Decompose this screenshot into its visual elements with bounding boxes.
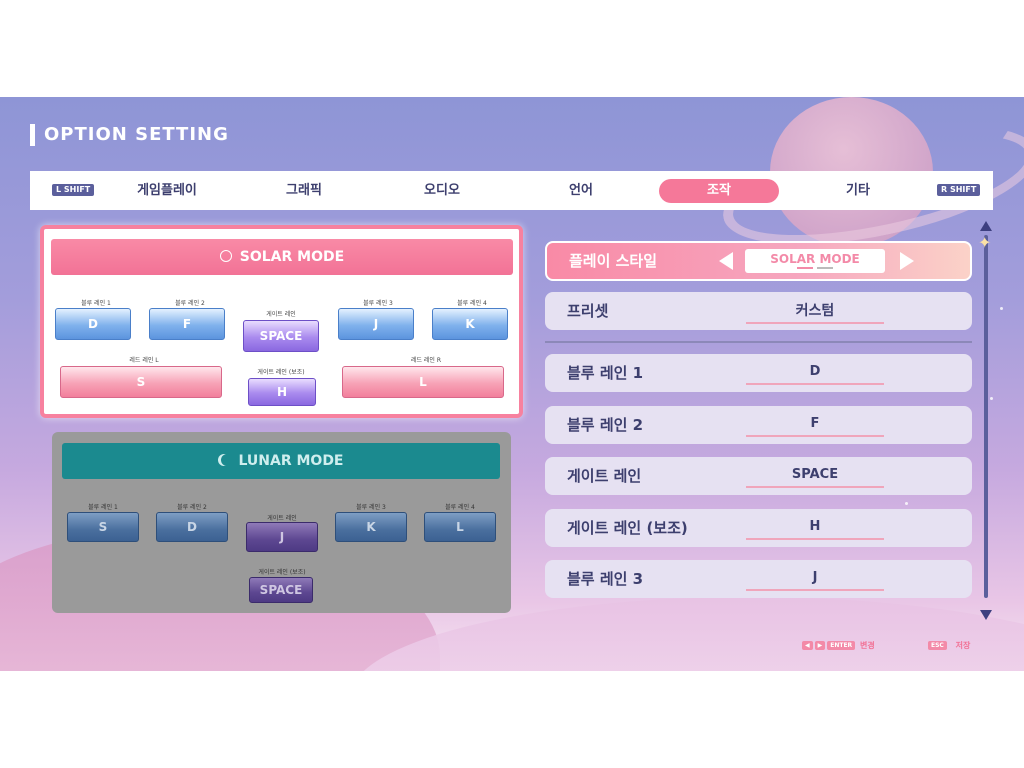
key-label: 블루 레인 2 bbox=[177, 504, 207, 511]
solar-key-blue4[interactable]: K bbox=[432, 308, 508, 340]
tab-graphics[interactable]: 그래픽 bbox=[286, 183, 322, 198]
key-label: 블루 레인 1 bbox=[88, 504, 118, 511]
key-row-value: J bbox=[746, 567, 884, 591]
key-label: 게이트 레인 (보조) bbox=[258, 569, 306, 576]
lunar-key-gate-sub[interactable]: SPACE bbox=[249, 577, 313, 603]
arrow-right-icon[interactable] bbox=[900, 252, 914, 270]
rshift-hint[interactable]: R SHIFT bbox=[937, 184, 981, 196]
key-label: 블루 레인 1 bbox=[81, 300, 111, 307]
tab-language[interactable]: 언어 bbox=[569, 183, 593, 198]
key-label: 블루 레인 4 bbox=[445, 504, 475, 511]
change-hint: ◀▶ENTER 변경 bbox=[802, 640, 875, 651]
key-label: 블루 레인 2 bbox=[175, 300, 205, 307]
key-label: 블루 레인 3 bbox=[363, 300, 393, 307]
play-style-value: SOLAR MODE bbox=[745, 249, 885, 273]
key-row[interactable]: 게이트 레인 SPACE bbox=[545, 457, 972, 495]
preset-label: 프리셋 bbox=[567, 302, 609, 320]
tab-audio[interactable]: 오디오 bbox=[424, 183, 460, 198]
arrow-left-icon[interactable] bbox=[719, 252, 733, 270]
key-row[interactable]: 블루 레인 2 F bbox=[545, 406, 972, 444]
key-row-label: 게이트 레인 (보조) bbox=[567, 519, 688, 537]
solar-mode-title: SOLAR MODE bbox=[239, 249, 345, 265]
solar-key-redR[interactable]: L bbox=[342, 366, 504, 398]
key-row-label: 게이트 레인 bbox=[567, 467, 642, 485]
key-row[interactable]: 블루 레인 3 J bbox=[545, 560, 972, 598]
lunar-mode-header: LUNAR MODE bbox=[62, 443, 500, 479]
moon-icon bbox=[221, 454, 233, 466]
key-label: 레드 레인 R bbox=[410, 357, 442, 364]
arrow-right-key-icon: ▶ bbox=[814, 641, 826, 650]
key-label: 레드 레인 L bbox=[129, 357, 159, 364]
tab-bar: L SHIFT 게임플레이 그래픽 오디오 언어 조작 기타 R SHIFT bbox=[30, 171, 993, 210]
game-screen: OPTION SETTING L SHIFT 게임플레이 그래픽 오디오 언어 … bbox=[0, 97, 1024, 671]
lunar-key-blue4[interactable]: L bbox=[424, 512, 496, 542]
key-label: 게이트 레인 bbox=[267, 515, 297, 522]
key-row-value: SPACE bbox=[746, 464, 884, 488]
solar-key-gate-sub[interactable]: H bbox=[248, 378, 316, 406]
preset-value: 커스텀 bbox=[746, 300, 884, 324]
save-label: 저장 bbox=[955, 641, 971, 650]
page-indicator bbox=[797, 267, 833, 269]
preset-row[interactable]: 프리셋 커스텀 bbox=[545, 292, 972, 330]
key-row-label: 블루 레인 1 bbox=[567, 364, 644, 382]
play-style-label: 플레이 스타일 bbox=[569, 252, 658, 270]
lunar-key-blue2[interactable]: D bbox=[156, 512, 228, 542]
save-hint: ESC 저장 bbox=[928, 640, 970, 651]
solar-mode-panel[interactable]: SOLAR MODE 블루 레인 1 블루 레인 2 게이트 레인 블루 레인 … bbox=[40, 225, 523, 418]
key-label: 블루 레인 3 bbox=[356, 504, 386, 511]
change-label: 변경 bbox=[859, 641, 875, 650]
key-label: 게이트 레인 (보조) bbox=[257, 369, 305, 376]
solar-key-blue1[interactable]: D bbox=[55, 308, 131, 340]
solar-key-gate[interactable]: SPACE bbox=[243, 320, 319, 352]
tab-etc[interactable]: 기타 bbox=[846, 183, 870, 198]
solar-key-redL[interactable]: S bbox=[60, 366, 222, 398]
scroll-thumb-star-icon[interactable]: ✦ bbox=[978, 233, 992, 252]
lunar-mode-panel[interactable]: LUNAR MODE 블루 레인 1 블루 레인 2 게이트 레인 블루 레인 … bbox=[52, 432, 511, 613]
tab-controls[interactable]: 조작 bbox=[659, 179, 779, 203]
key-row[interactable]: 블루 레인 1 D bbox=[545, 354, 972, 392]
lunar-key-blue1[interactable]: S bbox=[67, 512, 139, 542]
key-row-label: 블루 레인 2 bbox=[567, 416, 644, 434]
page-title: OPTION SETTING bbox=[30, 124, 229, 146]
lunar-mode-title: LUNAR MODE bbox=[238, 453, 344, 469]
key-row-label: 블루 레인 3 bbox=[567, 570, 644, 588]
lunar-key-gate[interactable]: J bbox=[246, 522, 318, 552]
solar-key-blue3[interactable]: J bbox=[338, 308, 414, 340]
lshift-hint[interactable]: L SHIFT bbox=[52, 184, 95, 196]
key-row-value: F bbox=[746, 413, 884, 437]
enter-key: ENTER bbox=[827, 641, 856, 650]
key-row-value: H bbox=[746, 516, 884, 540]
star-decoration bbox=[1000, 307, 1003, 310]
lunar-key-blue3[interactable]: K bbox=[335, 512, 407, 542]
solar-key-blue2[interactable]: F bbox=[149, 308, 225, 340]
key-label: 블루 레인 4 bbox=[457, 300, 487, 307]
key-row-value: D bbox=[746, 361, 884, 385]
scroll-up-icon[interactable] bbox=[980, 221, 992, 231]
esc-key: ESC bbox=[928, 641, 947, 650]
star-decoration bbox=[990, 397, 993, 400]
sun-icon bbox=[219, 250, 232, 262]
solar-mode-header: SOLAR MODE bbox=[51, 239, 513, 275]
tab-gameplay[interactable]: 게임플레이 bbox=[137, 183, 197, 198]
scroll-down-icon[interactable] bbox=[980, 610, 992, 620]
star-decoration bbox=[905, 502, 908, 505]
arrow-left-key-icon: ◀ bbox=[802, 641, 813, 650]
key-label: 게이트 레인 bbox=[266, 311, 296, 318]
divider bbox=[545, 341, 972, 343]
play-style-row[interactable]: 플레이 스타일 SOLAR MODE bbox=[545, 241, 972, 281]
scrollbar[interactable] bbox=[984, 235, 988, 598]
key-row[interactable]: 게이트 레인 (보조) H bbox=[545, 509, 972, 547]
